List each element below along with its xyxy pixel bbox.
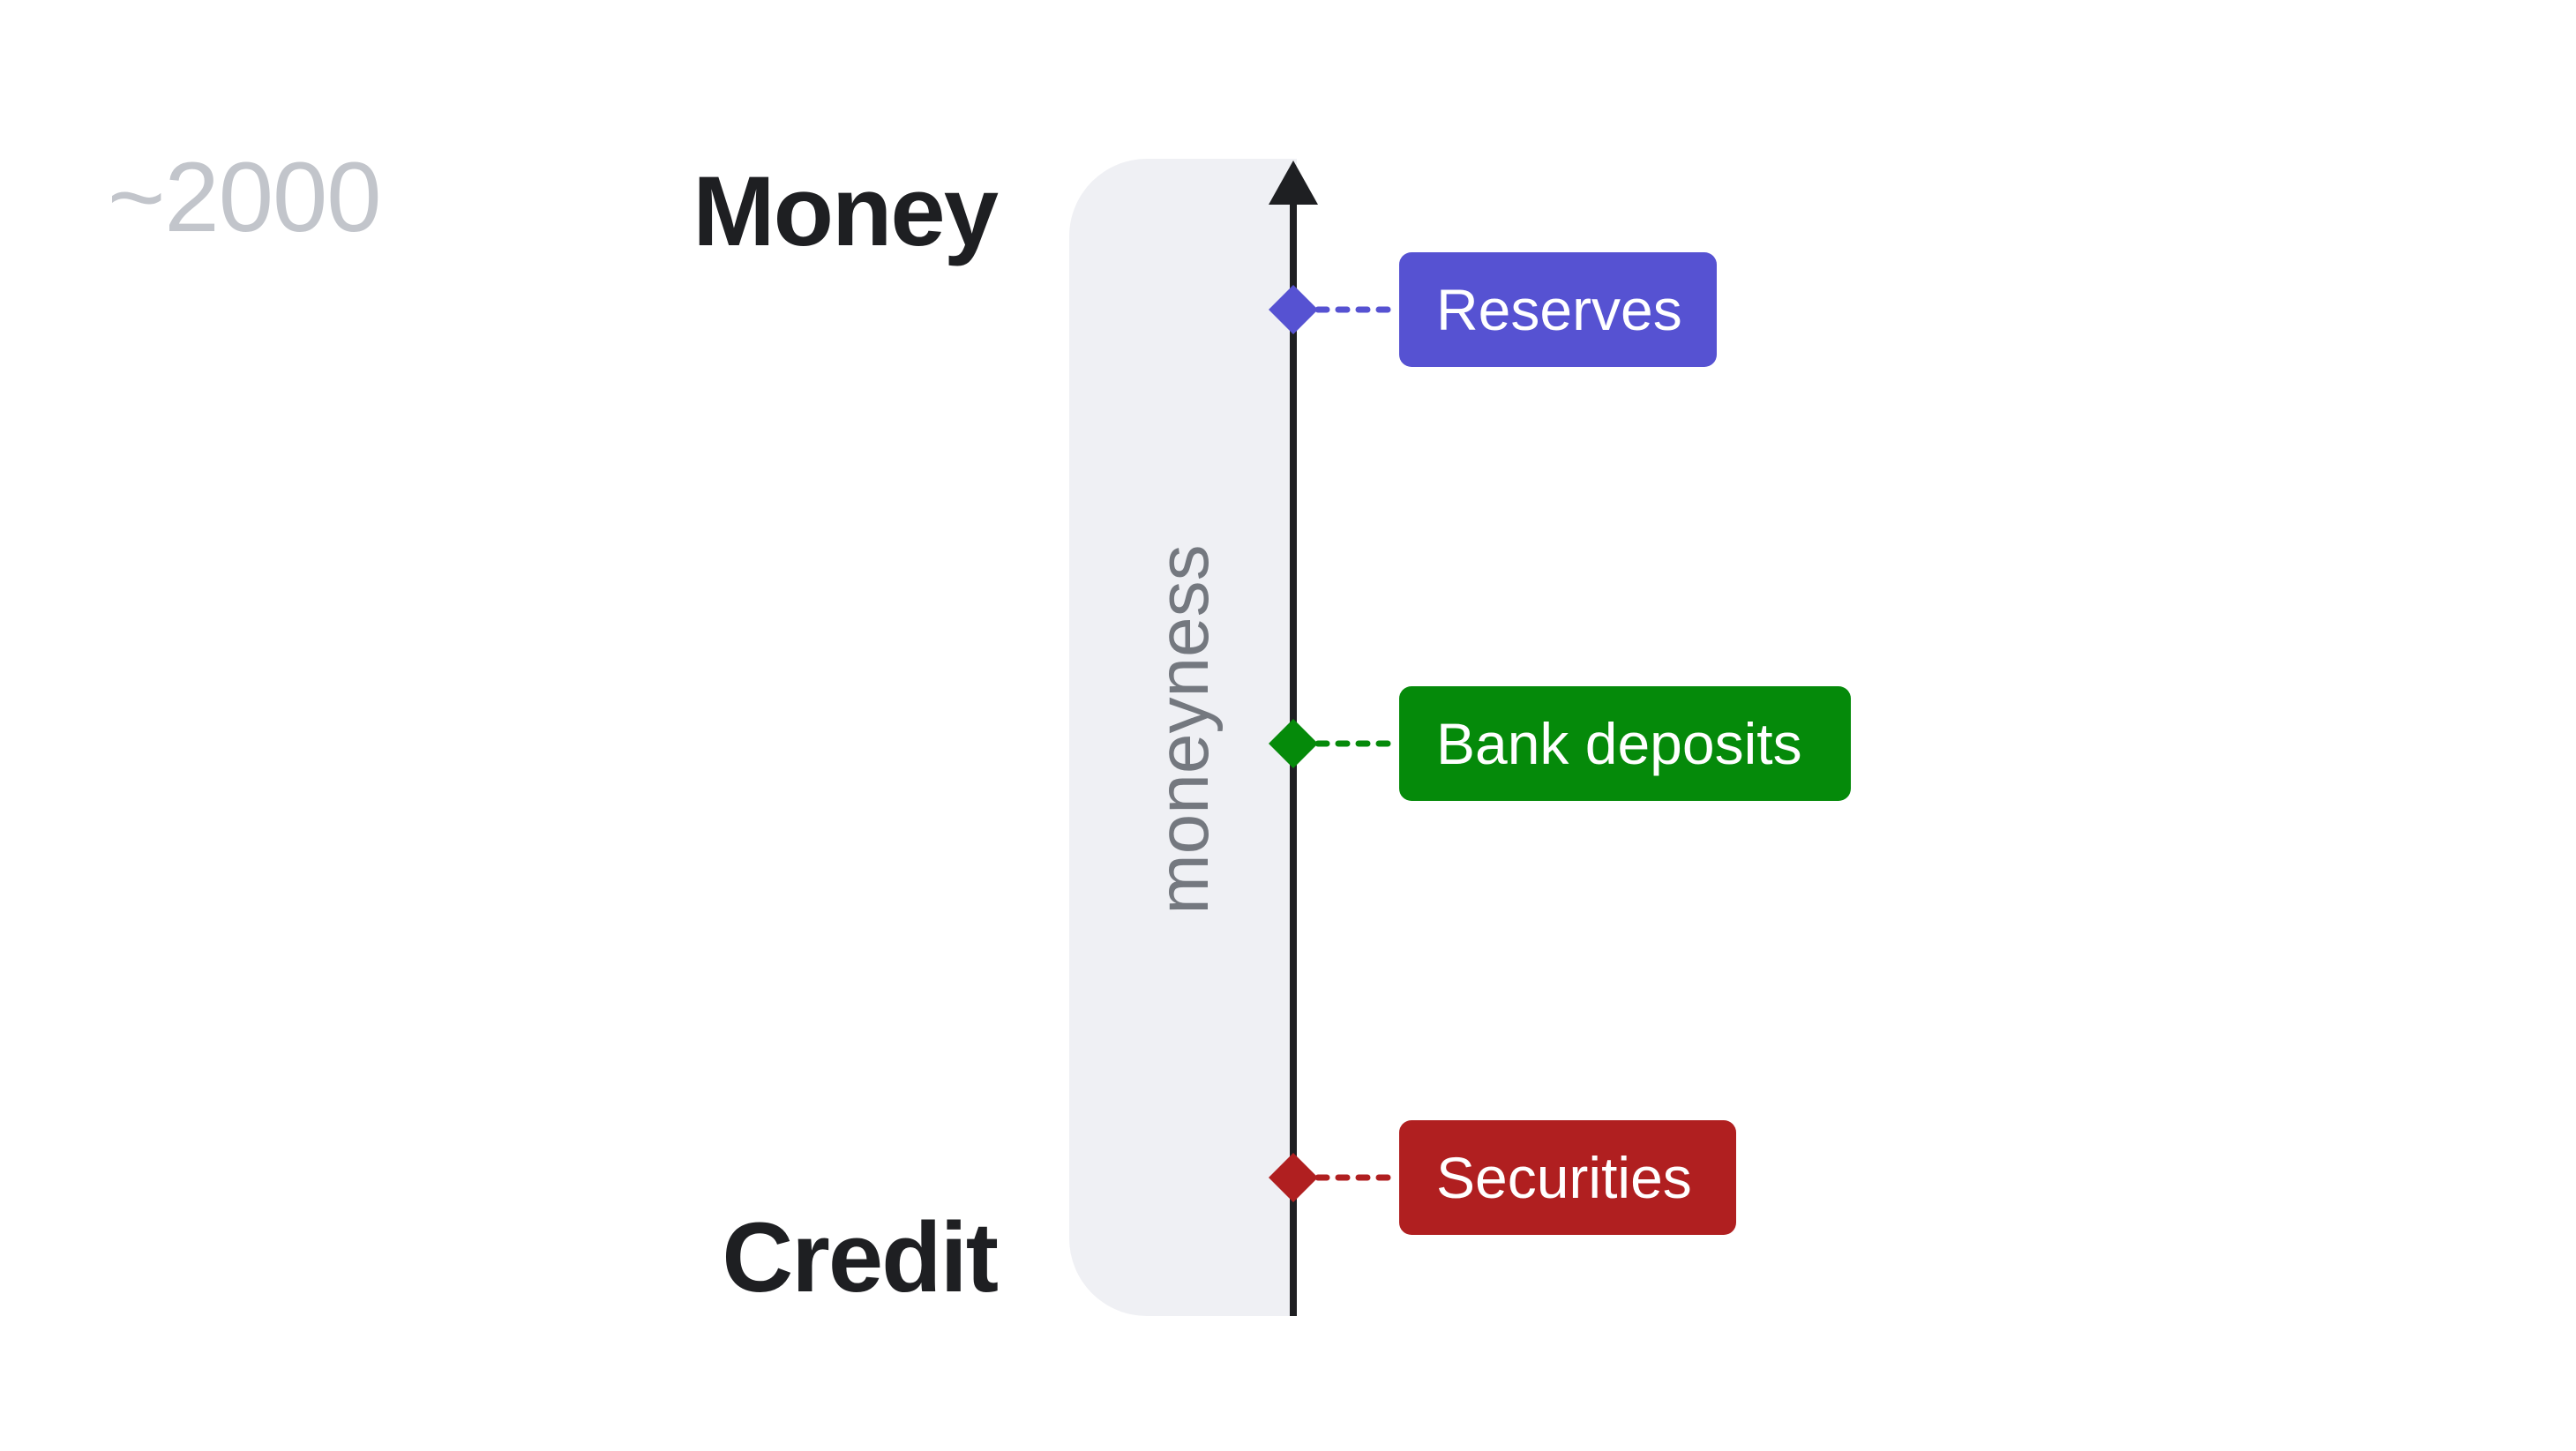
- axis-arrow-head: [1269, 161, 1318, 205]
- credit-label: Credit: [722, 1202, 999, 1313]
- securities-marker: [1269, 1153, 1318, 1202]
- reserves-tag: Reserves: [1399, 252, 1717, 367]
- securities-tag: Securities: [1399, 1120, 1736, 1235]
- moneyness-band: [1069, 159, 1297, 1316]
- bank-deposits-marker: [1269, 719, 1318, 768]
- money-label: Money: [693, 156, 999, 266]
- bank-deposits-tag: Bank deposits: [1399, 686, 1851, 801]
- reserves-marker: [1269, 285, 1318, 334]
- year-label: ~2000: [108, 142, 382, 252]
